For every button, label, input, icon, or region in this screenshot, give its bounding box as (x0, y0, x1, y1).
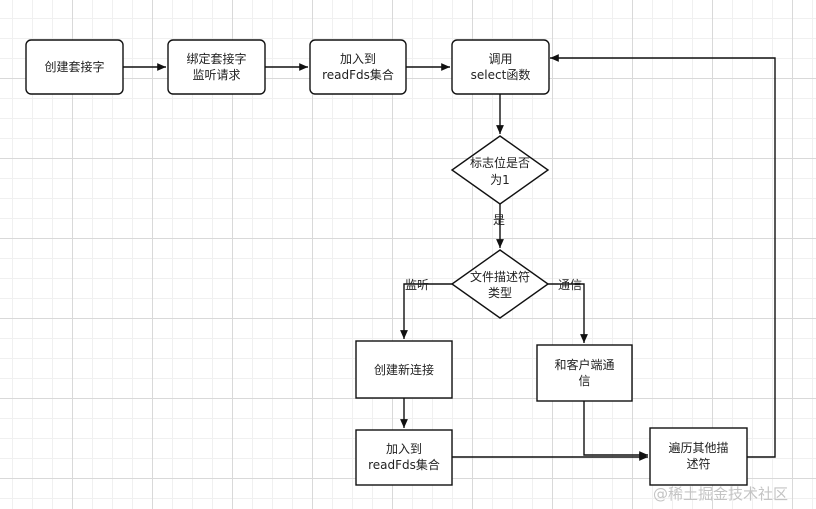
node-create-conn-label: 创建新连接 (374, 362, 434, 377)
node-add-readfds-2: 加入到 readFds集合 (355, 429, 453, 486)
node-call-select-line-1: 调用 (488, 52, 512, 66)
node-client-comm-line-2: 信 (578, 374, 590, 388)
decision-flag-check: 标志位是否 为1 (450, 135, 550, 205)
node-add-readfds-1-line-1: 加入到 (340, 52, 376, 66)
decision-fd-type-line-2: 类型 (488, 286, 512, 300)
node-add-readfds-1: 加入到 readFds集合 (309, 39, 407, 95)
edge-client-comm-to-traverse (583, 401, 648, 459)
edge-traverse-to-select (550, 54, 776, 458)
node-add-readfds-2-line-2: readFds集合 (368, 457, 440, 472)
node-bind-listen-line-1: 绑定套接字 (186, 51, 246, 66)
node-add-readfds-2-line-1: 加入到 (386, 442, 422, 456)
node-client-comm-line-1: 和客户端通 (554, 357, 614, 372)
watermark: @稀土掘金技术社区 (653, 485, 788, 503)
edge-type-to-client-comm (547, 283, 588, 343)
edge-label-comm: 通信 (558, 278, 582, 292)
node-bind-listen: 绑定套接字 监听请求 (167, 39, 266, 95)
node-traverse-line-2: 述符 (686, 456, 710, 471)
edge-label-yes: 是 (493, 213, 505, 227)
node-add-readfds-1-line-2: readFds集合 (322, 67, 394, 82)
decision-fd-type: 文件描述符 类型 (450, 249, 550, 319)
node-traverse: 遍历其他描 述符 (649, 427, 748, 486)
decision-flag-check-line-1: 标志位是否 (470, 155, 530, 170)
node-traverse-line-1: 遍历其他描 (668, 441, 728, 455)
decision-flag-check-line-2: 为1 (490, 173, 510, 187)
edge-type-to-create-conn (400, 283, 453, 339)
edge-label-listen: 监听 (405, 278, 429, 292)
node-create-socket-label: 创建套接字 (44, 59, 104, 74)
node-call-select-line-2: select函数 (471, 67, 531, 82)
node-call-select: 调用 select函数 (451, 39, 550, 95)
node-client-comm: 和客户端通 信 (536, 344, 633, 402)
node-bind-listen-line-2: 监听请求 (192, 68, 240, 82)
node-create-socket: 创建套接字 (25, 39, 124, 95)
node-create-conn: 创建新连接 (355, 340, 453, 399)
decision-fd-type-line-1: 文件描述符 (470, 269, 530, 284)
edges (123, 54, 776, 461)
